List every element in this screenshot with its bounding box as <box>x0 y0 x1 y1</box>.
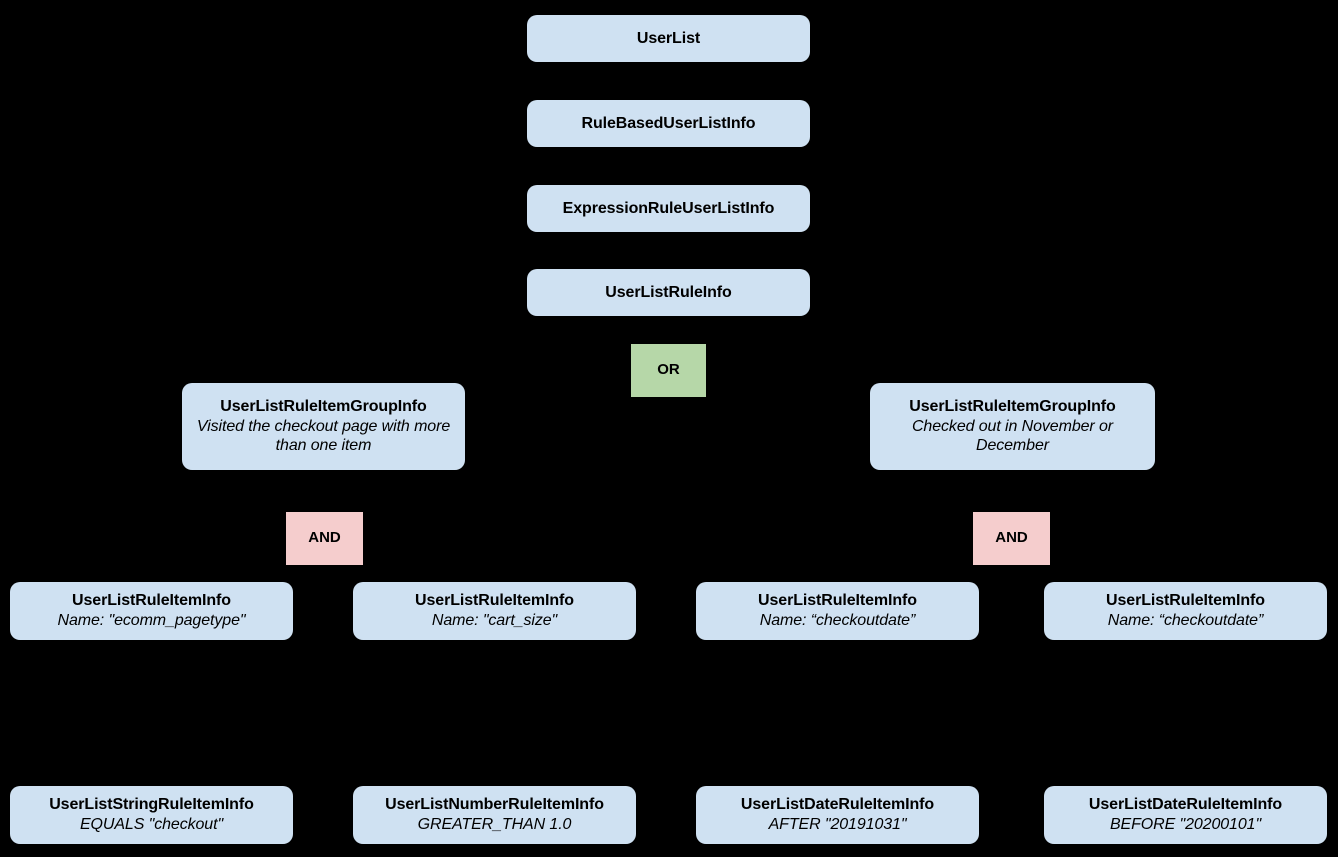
node-date-rule-item-info-after[interactable]: UserListDateRuleItemInfo AFTER "20191031… <box>696 786 979 844</box>
edge-item4-to-date-before <box>1185 640 1187 786</box>
node-group-info-right[interactable]: UserListRuleItemGroupInfo Checked out in… <box>870 383 1155 470</box>
node-title: ExpressionRuleUserListInfo <box>562 199 775 217</box>
node-expression-rule-user-list-info[interactable]: ExpressionRuleUserListInfo <box>527 185 810 232</box>
edge-or-to-group-right <box>667 368 1013 370</box>
node-title: UserListRuleInfo <box>605 283 732 301</box>
node-rule-item-info-1[interactable]: UserListRuleItemInfo Name: "ecomm_pagety… <box>10 582 293 640</box>
node-rule-based-user-list-info[interactable]: RuleBasedUserListInfo <box>527 100 810 147</box>
node-title: UserListRuleItemInfo <box>415 592 574 610</box>
edge-ruleinfo-to-or <box>667 316 669 344</box>
node-title: UserListStringRuleItemInfo <box>49 796 254 814</box>
edge-and-left-to-item2 <box>322 562 495 564</box>
edge-and-right-to-item3 <box>838 562 1011 564</box>
node-subtitle: BEFORE "20200101" <box>1109 816 1262 833</box>
node-subtitle: GREATER_THAN 1.0 <box>417 816 572 833</box>
node-subtitle: Checked out in November or December <box>911 417 1114 455</box>
operator-label: OR <box>657 361 680 379</box>
edge-rulebased-to-expression <box>667 147 669 185</box>
node-operator-or[interactable]: OR <box>631 344 706 397</box>
node-subtitle: Name: "ecomm_pagetype" <box>57 612 246 629</box>
arrowhead-group-right <box>1002 372 1020 384</box>
node-string-rule-item-info[interactable]: UserListStringRuleItemInfo EQUALS "check… <box>10 786 293 844</box>
edge-userlist-to-rulebased <box>667 62 669 100</box>
node-title: UserListRuleItemGroupInfo <box>909 398 1116 416</box>
node-title: UserListRuleItemGroupInfo <box>220 398 427 416</box>
node-user-list[interactable]: UserList <box>527 15 810 62</box>
node-title: UserListNumberRuleItemInfo <box>385 796 604 814</box>
node-subtitle: Name: “checkoutdate” <box>1107 612 1264 629</box>
node-subtitle: Visited the checkout page with more than… <box>196 417 451 455</box>
arrowhead-group-left <box>314 372 332 384</box>
node-title: UserListRuleItemInfo <box>72 592 231 610</box>
edge-and-right-to-item4 <box>1010 562 1186 564</box>
node-subtitle: EQUALS "checkout" <box>79 816 224 833</box>
edge-group-right-to-and <box>1010 470 1012 512</box>
node-date-rule-item-info-before[interactable]: UserListDateRuleItemInfo BEFORE "2020010… <box>1044 786 1327 844</box>
node-group-info-left[interactable]: UserListRuleItemGroupInfo Visited the ch… <box>182 383 465 470</box>
edge-item3-to-date-after <box>837 640 839 786</box>
node-title: UserListRuleItemInfo <box>758 592 917 610</box>
node-title: UserListDateRuleItemInfo <box>740 796 935 814</box>
operator-label: AND <box>995 529 1028 547</box>
operator-label: AND <box>308 529 341 547</box>
edge-expression-to-ruleinfo <box>667 232 669 270</box>
node-number-rule-item-info[interactable]: UserListNumberRuleItemInfo GREATER_THAN … <box>353 786 636 844</box>
edge-group-left-to-and <box>322 470 324 512</box>
node-rule-item-info-4[interactable]: UserListRuleItemInfo Name: “checkoutdate… <box>1044 582 1327 640</box>
node-operator-and-right[interactable]: AND <box>973 512 1050 565</box>
node-title: UserListDateRuleItemInfo <box>1088 796 1283 814</box>
edge-item1-to-string-rule <box>151 640 153 786</box>
node-rule-item-info-3[interactable]: UserListRuleItemInfo Name: “checkoutdate… <box>696 582 979 640</box>
node-subtitle: Name: “checkoutdate” <box>759 612 916 629</box>
edge-and-left-to-item1 <box>151 562 323 564</box>
edge-or-to-group-left <box>323 368 669 370</box>
edge-item2-to-number-rule <box>494 640 496 786</box>
node-subtitle: AFTER "20191031" <box>768 816 907 833</box>
node-rule-item-info-2[interactable]: UserListRuleItemInfo Name: "cart_size" <box>353 582 636 640</box>
node-subtitle: Name: "cart_size" <box>431 612 558 629</box>
node-title: UserList <box>636 29 701 47</box>
node-user-list-rule-info[interactable]: UserListRuleInfo <box>527 269 810 316</box>
node-title: RuleBasedUserListInfo <box>581 114 756 132</box>
node-title: UserListRuleItemInfo <box>1106 592 1265 610</box>
node-operator-and-left[interactable]: AND <box>286 512 363 565</box>
